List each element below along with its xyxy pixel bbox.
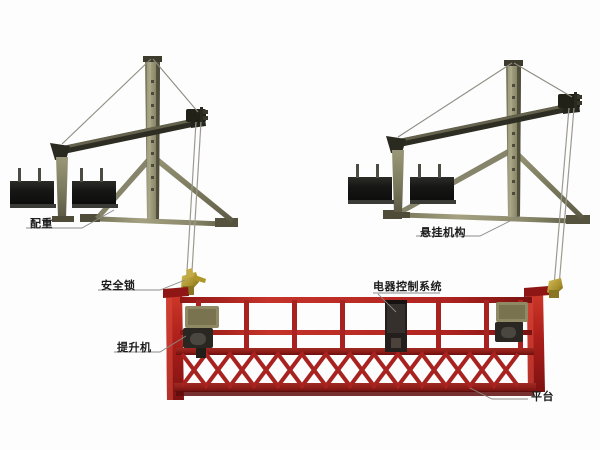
left-mast — [143, 56, 162, 219]
label-platform: 平台 — [531, 390, 554, 403]
platform-deck-edge — [176, 348, 534, 355]
left-suspension-mechanism — [10, 56, 238, 289]
hoist-unit-right — [495, 302, 528, 342]
leader-electrical-control — [377, 293, 397, 313]
right-davit-arm — [386, 92, 582, 218]
label-hoist: 提升机 — [117, 341, 152, 354]
platform-right-stirrup — [524, 286, 550, 392]
left-davit-arm — [50, 107, 208, 222]
label-counterweight: 配重 — [30, 217, 53, 230]
right-suspension-ropes — [553, 107, 575, 287]
leader-hoist — [114, 335, 187, 353]
right-mast — [504, 60, 523, 217]
safety-lock-device — [181, 268, 206, 295]
left-arm-head-pulley — [186, 107, 208, 123]
leader-platform — [469, 387, 528, 400]
platform-bottom-frame — [174, 383, 536, 392]
platform-underside-shadow — [176, 391, 534, 396]
label-leader-lines — [26, 209, 528, 400]
hoist-unit-left — [183, 306, 219, 358]
label-electrical-control-system: 电器控制系统 — [373, 280, 442, 293]
platform-top-rail — [180, 297, 532, 303]
leader-suspension-mechanism — [416, 215, 521, 237]
platform-truss-bracing — [180, 350, 520, 390]
right-counterweights — [348, 164, 456, 204]
left-counterweights — [10, 168, 118, 208]
label-safety-lock: 安全锁 — [101, 279, 136, 292]
electrical-control-box — [385, 300, 407, 352]
leader-safety-lock — [98, 279, 186, 291]
suspended-platform — [163, 278, 563, 400]
label-suspension-mechanism: 悬挂机构 — [420, 226, 466, 239]
right-stay-cables — [397, 62, 573, 138]
right-arm-head-pulley — [558, 92, 582, 109]
platform-left-stirrup — [163, 287, 189, 400]
platform-mid-rail — [180, 330, 532, 335]
safety-lock-device-right — [547, 278, 563, 298]
leader-counterweight — [26, 209, 115, 229]
left-suspension-ropes — [185, 121, 202, 289]
platform-rail-posts — [196, 300, 523, 350]
right-suspension-mechanism — [348, 60, 590, 287]
left-stay-cables — [61, 58, 199, 145]
